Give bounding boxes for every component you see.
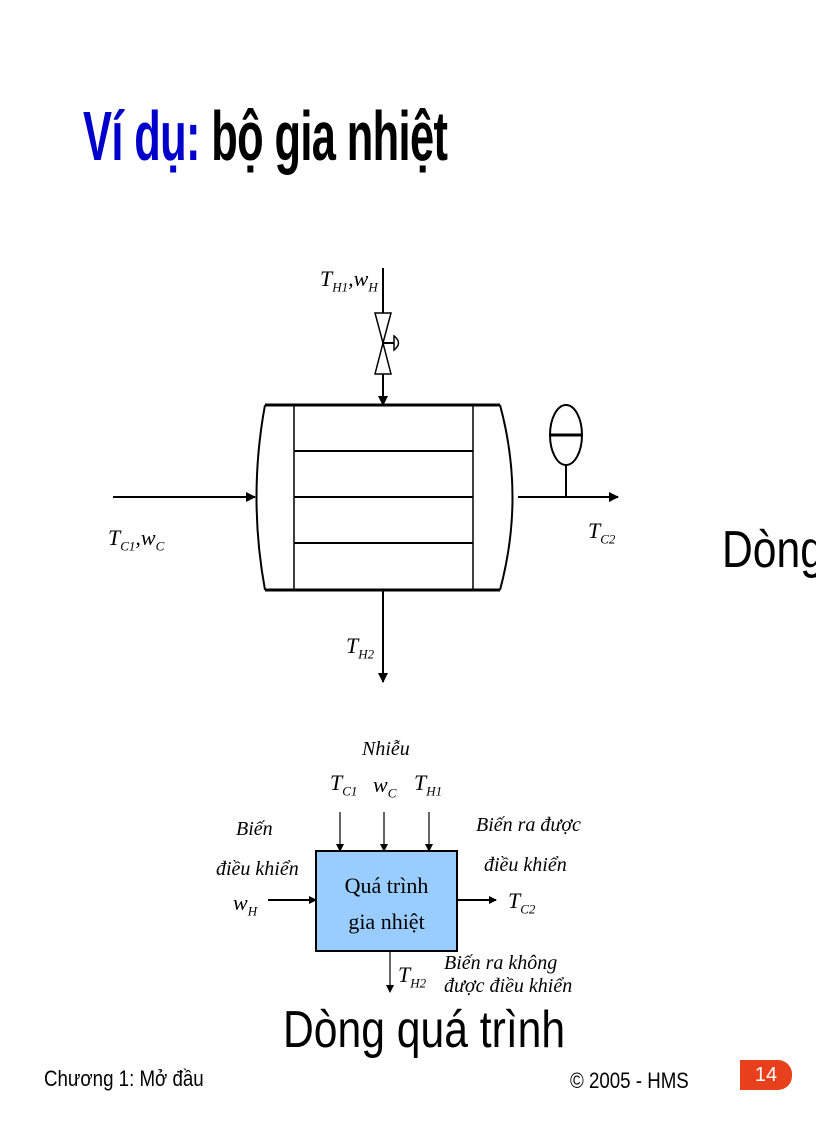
temperature-sensor-icon	[549, 404, 583, 497]
uncontrolled-var: TH2	[398, 962, 427, 991]
input-label-line: Biến	[236, 818, 273, 840]
output-label-line: điều khiển	[484, 854, 567, 876]
disturbance-tc1: TC1	[330, 770, 358, 799]
control-valve-icon	[374, 312, 400, 375]
disturbance-label: Nhiễu	[362, 738, 410, 760]
disturbance-wc: wC	[373, 772, 397, 801]
uncontrolled-label-line: được điều khiển	[444, 975, 573, 997]
process-block-diagram	[268, 812, 497, 993]
cold-inlet-label: TC1,wC	[108, 525, 165, 554]
side-caption: Dòng	[722, 521, 816, 579]
hot-outlet-label: TH2	[346, 633, 375, 662]
footer-chapter: Chương 1: Mở đầu	[44, 1066, 204, 1091]
page-number-badge: 14	[740, 1060, 792, 1090]
overlay-caption: Dòng quá trình	[283, 1001, 566, 1059]
disturbance-th1: TH1	[414, 770, 443, 799]
cold-outlet-label: TC2	[588, 518, 616, 547]
uncontrolled-label-line: Biến ra không	[444, 952, 558, 974]
process-label-line: Quá trình	[344, 873, 429, 898]
footer-copyright: © 2005 - HMS	[570, 1068, 689, 1093]
process-label-line: gia nhiệt	[348, 909, 425, 934]
title-text: bộ gia nhiệt	[211, 97, 448, 175]
exchanger-shell	[255, 403, 514, 592]
output-var: TC2	[508, 888, 536, 917]
page-title: Ví dụ: bộ gia nhiệt	[83, 96, 448, 176]
hot-inlet-label: TH1,wH	[320, 266, 378, 295]
input-label-line: điều khiển	[216, 858, 299, 880]
input-var: wH	[233, 890, 258, 919]
title-prefix: Ví dụ:	[83, 97, 200, 175]
output-label-line: Biến ra được	[476, 814, 581, 836]
process-label: Quá trình gia nhiệt	[316, 868, 457, 940]
